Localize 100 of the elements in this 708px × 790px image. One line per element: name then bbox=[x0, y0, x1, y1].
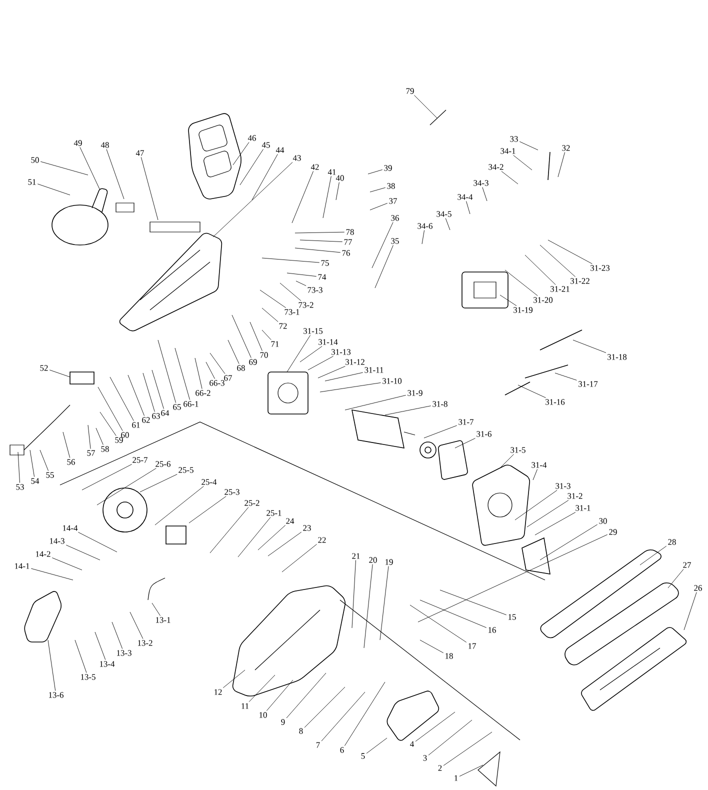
leader-line bbox=[252, 154, 278, 200]
callout-number: 76 bbox=[342, 250, 350, 256]
callout-number: 25-2 bbox=[244, 500, 260, 506]
callout-number: 65 bbox=[173, 404, 181, 410]
leader-line bbox=[110, 376, 134, 421]
callout-number: 34-5 bbox=[436, 211, 452, 217]
leader-line bbox=[322, 176, 332, 218]
callout-number: 31-7 bbox=[458, 419, 474, 425]
leader-line bbox=[501, 171, 518, 184]
leader-line bbox=[384, 406, 432, 416]
callout-number: 26 bbox=[694, 585, 702, 591]
leader-line bbox=[258, 524, 286, 550]
leader-line bbox=[266, 680, 294, 711]
leader-line bbox=[128, 374, 145, 416]
callout-number: 9 bbox=[281, 719, 285, 725]
callout-number: 75 bbox=[321, 260, 329, 266]
callout-number: 45 bbox=[262, 142, 270, 148]
callout-number: 31-2 bbox=[568, 493, 582, 499]
leader-line bbox=[140, 156, 158, 220]
callout-number: 71 bbox=[271, 341, 279, 347]
leader-line bbox=[524, 254, 556, 285]
leader-line bbox=[320, 382, 381, 392]
callout-number: 20 bbox=[369, 557, 377, 563]
callout-number: 30 bbox=[599, 518, 607, 524]
leader-line bbox=[158, 340, 176, 403]
callout-number: 29 bbox=[609, 529, 617, 535]
leader-line bbox=[232, 142, 250, 166]
callout-number: 28 bbox=[668, 539, 676, 545]
callout-number: 69 bbox=[249, 359, 257, 365]
leader-line bbox=[572, 340, 606, 353]
callout-number: 23 bbox=[303, 525, 311, 531]
leader-line bbox=[140, 474, 178, 492]
leader-line bbox=[296, 280, 306, 286]
callout-number: 34-1 bbox=[500, 148, 516, 154]
leader-line bbox=[250, 322, 262, 351]
callout-number: 42 bbox=[310, 164, 319, 170]
leader-line bbox=[30, 568, 74, 580]
callout-number: 4 bbox=[410, 741, 414, 747]
leader-line bbox=[308, 356, 334, 370]
leader-line bbox=[98, 386, 123, 431]
leader-line bbox=[410, 604, 467, 642]
callout-number: 73-3 bbox=[308, 287, 322, 293]
leader-line bbox=[414, 95, 438, 118]
leader-line bbox=[96, 468, 156, 506]
leader-line bbox=[304, 686, 346, 728]
callout-number: 57 bbox=[87, 450, 95, 456]
leader-line bbox=[37, 184, 70, 196]
callout-number: 31-9 bbox=[408, 390, 422, 396]
callout-number: 44 bbox=[276, 147, 284, 153]
leader-line bbox=[286, 672, 326, 718]
leader-line bbox=[78, 532, 118, 552]
leader-line bbox=[260, 290, 286, 308]
callout-number: 8 bbox=[299, 728, 303, 734]
callout-number: 63 bbox=[152, 413, 160, 419]
leader-line bbox=[268, 532, 302, 556]
leader-line bbox=[466, 201, 470, 214]
callout-number: 31-20 bbox=[534, 297, 553, 303]
leader-line bbox=[100, 412, 116, 436]
leader-line bbox=[548, 240, 592, 264]
leader-line bbox=[540, 524, 598, 560]
leader-line bbox=[74, 640, 87, 673]
leader-line bbox=[415, 712, 456, 742]
leader-line bbox=[248, 674, 276, 702]
leader-line bbox=[668, 568, 684, 588]
callout-number: 31-16 bbox=[546, 399, 565, 405]
leader-line bbox=[454, 438, 476, 448]
callout-number: 64 bbox=[161, 410, 170, 416]
leader-line bbox=[344, 682, 386, 746]
leader-line bbox=[514, 490, 558, 520]
leader-line bbox=[440, 590, 507, 616]
leader-line bbox=[82, 464, 132, 490]
leader-line bbox=[88, 424, 91, 450]
leader-line bbox=[352, 560, 356, 628]
leader-line bbox=[420, 640, 444, 654]
callout-number: 67 bbox=[224, 375, 232, 381]
leader-line bbox=[374, 245, 394, 288]
callout-number: 10 bbox=[260, 712, 267, 718]
leader-line bbox=[684, 592, 697, 630]
callout-number: 31-11 bbox=[364, 367, 384, 373]
leader-line bbox=[344, 395, 406, 410]
leader-line bbox=[262, 258, 320, 263]
leader-line bbox=[240, 149, 264, 186]
callout-number: 25-3 bbox=[224, 489, 240, 495]
leader-line bbox=[210, 507, 249, 554]
leader-line bbox=[112, 622, 123, 649]
leader-line bbox=[49, 370, 70, 378]
leader-line bbox=[232, 314, 252, 358]
leader-line bbox=[459, 764, 484, 777]
leader-line bbox=[420, 600, 487, 628]
leader-line bbox=[106, 149, 124, 200]
callout-number: 14-3 bbox=[50, 538, 64, 544]
leader-line bbox=[282, 544, 317, 572]
leader-line bbox=[62, 432, 70, 458]
callout-number: 40 bbox=[336, 175, 344, 181]
leader-line bbox=[370, 202, 388, 210]
leader-line bbox=[513, 155, 532, 170]
callout-number: 58 bbox=[101, 446, 109, 452]
leader-line bbox=[130, 612, 144, 639]
callout-number: 38 bbox=[387, 183, 395, 189]
leader-line bbox=[238, 517, 271, 558]
